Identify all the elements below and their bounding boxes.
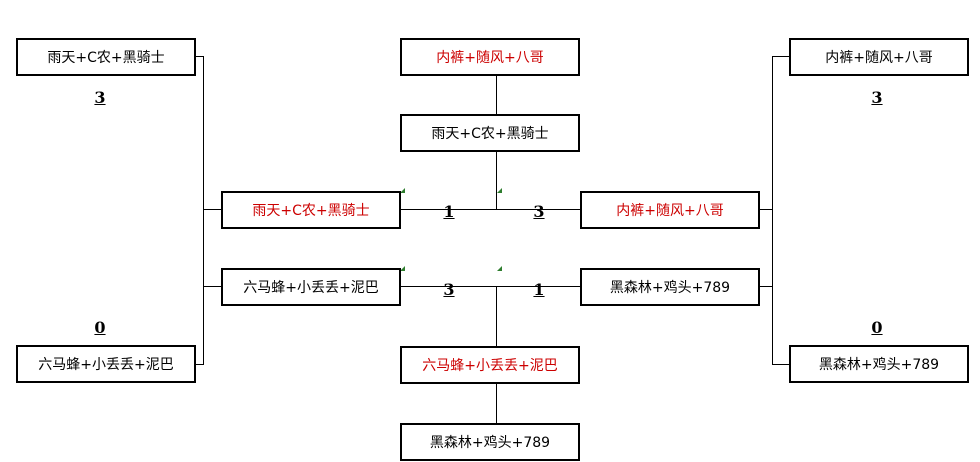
connector-line [758,286,773,287]
connector-line [772,364,790,365]
connector-line [496,76,497,114]
score-top-right: 3 [533,202,545,221]
center-top-loser: 雨天+C农+黑骑士 [400,114,580,152]
left-semifinal-bottom-team: 六马蜂+小丢丢+泥巴 [221,268,401,306]
center-top-winner: 内裤+随风+八哥 [400,38,580,76]
score-bottom-right: 1 [533,280,545,299]
right-round1-bottom-team: 黑森林+鸡头+789 [789,345,969,383]
right-round1-bottom-score: 0 [871,318,883,337]
connector-line [758,209,773,210]
right-semifinal-bottom-team: 黑森林+鸡头+789 [580,268,760,306]
marker-icon [497,266,502,271]
connector-line [496,152,497,210]
connector-line [203,286,223,287]
right-round1-top-score: 3 [871,88,883,107]
score-bottom-left: 3 [443,280,455,299]
connector-line [203,209,223,210]
marker-icon [497,188,502,193]
left-semifinal-top-team: 雨天+C农+黑骑士 [221,191,401,229]
connector-line [196,56,204,57]
marker-icon [400,266,405,271]
connector-line [203,56,204,365]
center-bottom-winner: 六马蜂+小丢丢+泥巴 [400,346,580,384]
center-bottom-loser: 黑森林+鸡头+789 [400,423,580,461]
left-round1-bottom-team: 六马蜂+小丢丢+泥巴 [16,345,196,383]
connector-line [496,286,497,346]
connector-line [772,56,773,365]
connector-line [772,56,790,57]
right-semifinal-top-team: 内裤+随风+八哥 [580,191,760,229]
connector-line [400,286,582,287]
score-top-left: 1 [443,202,455,221]
left-round1-bottom-score: 0 [94,318,106,337]
connector-line [400,209,582,210]
connector-line [196,364,204,365]
marker-icon [400,188,405,193]
left-round1-top-team: 雨天+C农+黑骑士 [16,38,196,76]
connector-line [496,384,497,424]
right-round1-top-team: 内裤+随风+八哥 [789,38,969,76]
left-round1-top-score: 3 [94,88,106,107]
